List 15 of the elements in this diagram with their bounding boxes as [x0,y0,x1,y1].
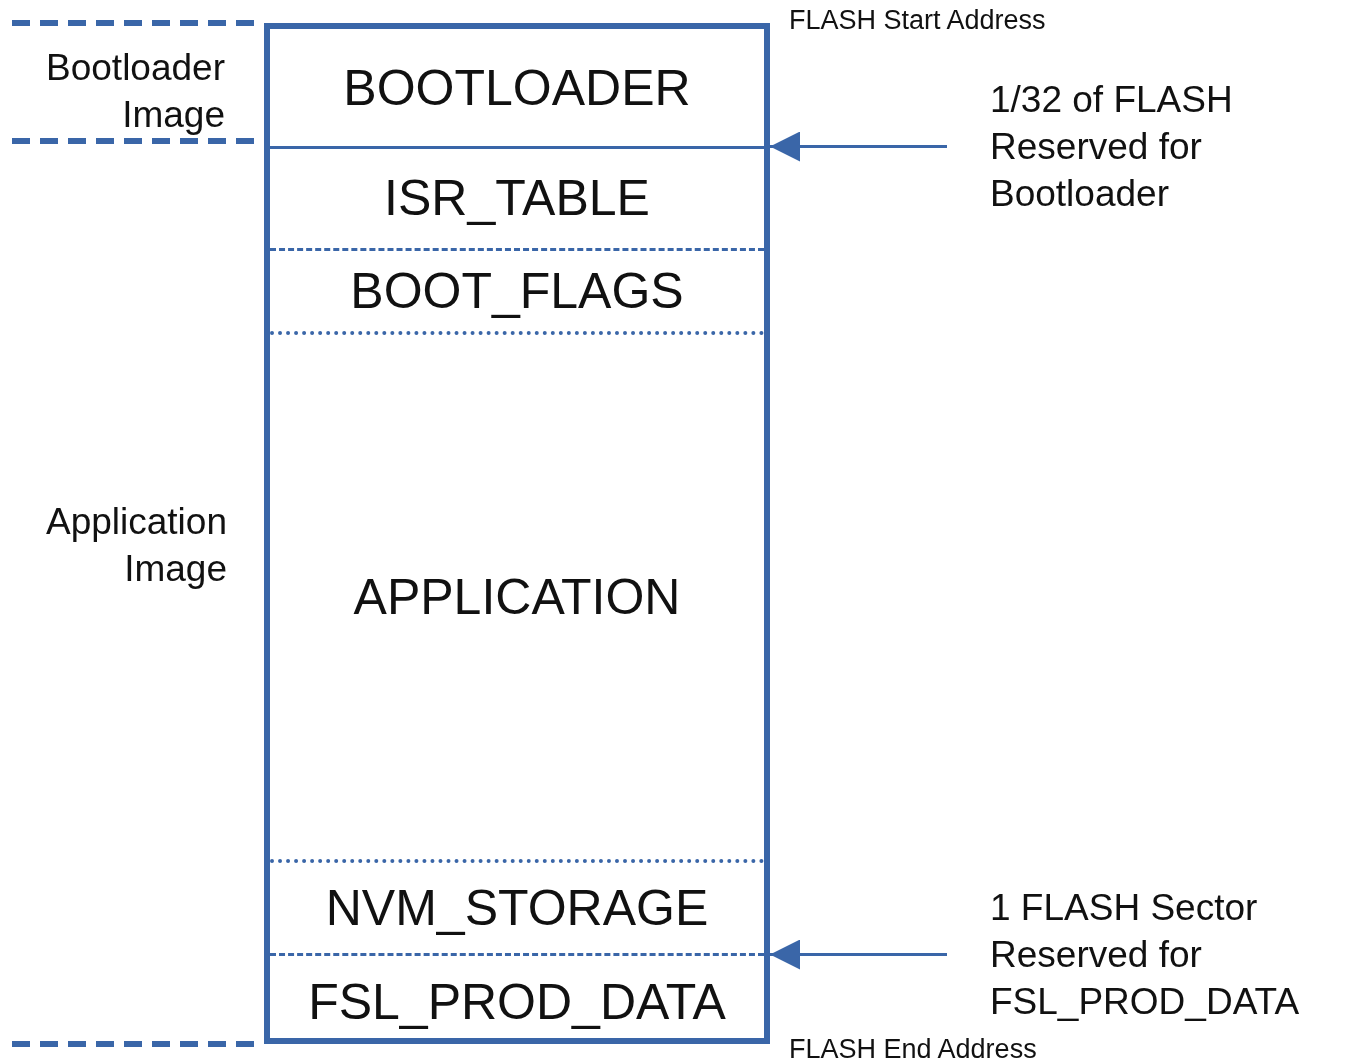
section-label: BOOTLOADER [343,59,691,117]
annotation-text: 1 FLASH Sector Reserved for FSL_PROD_DATA [990,886,1301,1024]
section-label: BOOT_FLAGS [350,262,684,320]
arrow [770,939,947,970]
section-label: NVM_STORAGE [325,878,709,937]
section-label: ISR_TABLE [384,169,650,227]
annotation-text: 1/32 of FLASH Reserved for Bootloader [990,78,1234,216]
region-label: Application Image [45,500,227,591]
memory-map-box [264,23,770,1044]
section-label: FSL_PROD_DATA [308,973,726,1031]
address-label: FLASH Start Address [789,4,1047,36]
section-label: APPLICATION [353,568,681,626]
address-label: FLASH End Address [789,1033,1038,1063]
arrow [770,131,947,162]
region-label: Bootloader Image [45,46,225,137]
